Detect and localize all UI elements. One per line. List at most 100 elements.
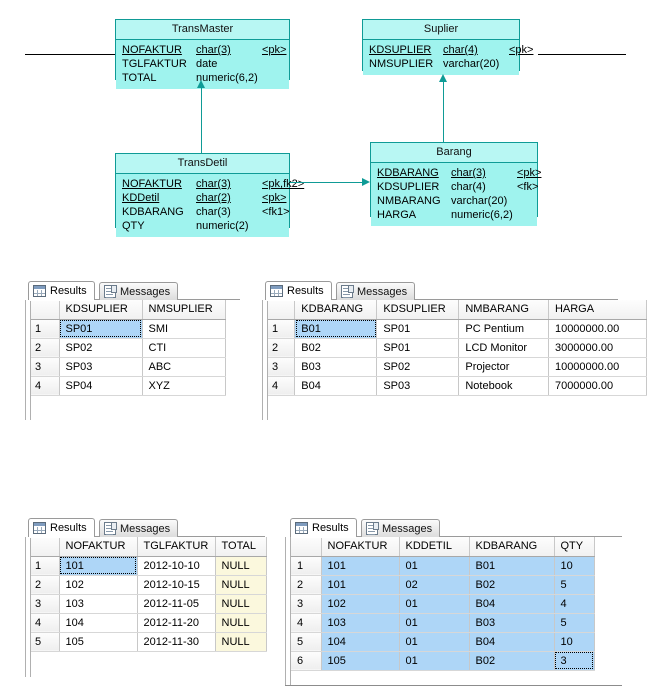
- table-cell[interactable]: 2012-11-20: [137, 613, 216, 633]
- table-cell[interactable]: 4: [554, 594, 595, 614]
- row-number[interactable]: 4: [29, 613, 60, 633]
- tab-messages[interactable]: Messages: [99, 282, 179, 300]
- table-cell[interactable]: SMI: [142, 319, 226, 339]
- table-cell[interactable]: 01: [399, 556, 470, 576]
- table-cell[interactable]: 5: [554, 613, 595, 633]
- table-cell[interactable]: 10: [554, 556, 595, 576]
- entity-suplier[interactable]: Suplier KDSUPLIER char(4) <pk> NMSUPLIER…: [362, 19, 533, 75]
- table-row[interactable]: 1 SP01 SMI: [29, 319, 226, 339]
- table-row[interactable]: 4 B04 SP03 Notebook 7000000.00: [266, 376, 647, 396]
- table-cell[interactable]: 7000000.00: [548, 376, 647, 396]
- row-number[interactable]: 2: [29, 338, 60, 358]
- row-number[interactable]: 2: [266, 338, 296, 358]
- table-cell[interactable]: 5: [554, 575, 595, 595]
- table-cell[interactable]: 01: [399, 594, 470, 614]
- table-cell[interactable]: 102: [321, 594, 400, 614]
- tab-results[interactable]: Results: [265, 281, 332, 301]
- tab-results[interactable]: Results: [28, 518, 95, 538]
- results-table-transdetil[interactable]: NOFAKTUR KDDETIL KDBARANG QTY 1 101 01 B…: [291, 537, 595, 671]
- column-header[interactable]: NOFAKTUR: [321, 537, 400, 557]
- table-cell[interactable]: B02: [294, 338, 378, 358]
- column-header[interactable]: KDBARANG: [469, 537, 555, 557]
- row-number[interactable]: 2: [29, 575, 60, 595]
- table-row[interactable]: 4 SP04 XYZ: [29, 376, 226, 396]
- table-cell[interactable]: 101: [321, 556, 400, 576]
- tab-messages[interactable]: Messages: [361, 519, 441, 537]
- row-number[interactable]: 3: [266, 357, 296, 377]
- table-row[interactable]: 3 102 01 B04 4: [291, 594, 595, 614]
- table-cell[interactable]: CTI: [142, 338, 226, 358]
- table-cell[interactable]: SP03: [376, 376, 460, 396]
- table-cell[interactable]: XYZ: [142, 376, 226, 396]
- table-row[interactable]: 5 104 01 B04 10: [291, 632, 595, 652]
- table-cell[interactable]: B01: [294, 319, 378, 339]
- table-cell[interactable]: SP01: [376, 319, 460, 339]
- table-cell[interactable]: 2012-11-05: [137, 594, 216, 614]
- table-cell[interactable]: 01: [399, 613, 470, 633]
- table-row[interactable]: 1 101 01 B01 10: [291, 556, 595, 576]
- column-header[interactable]: NMSUPLIER: [142, 300, 226, 320]
- table-row[interactable]: 4 104 2012-11-20 NULL: [29, 613, 267, 633]
- table-row[interactable]: 2 102 2012-10-15 NULL: [29, 575, 267, 595]
- table-cell[interactable]: 01: [399, 632, 470, 652]
- tab-results[interactable]: Results: [28, 281, 95, 301]
- entity-transdetil[interactable]: TransDetil NOFAKTUR char(3) <pk,fk2> KDD…: [115, 153, 304, 237]
- row-number[interactable]: 6: [291, 651, 322, 671]
- column-header[interactable]: KDDETIL: [399, 537, 470, 557]
- table-cell[interactable]: ABC: [142, 357, 226, 377]
- column-header[interactable]: KDBARANG: [294, 300, 378, 320]
- table-cell[interactable]: 01: [399, 651, 470, 671]
- tab-messages[interactable]: Messages: [99, 519, 179, 537]
- row-number[interactable]: 4: [29, 376, 60, 396]
- table-cell[interactable]: B04: [294, 376, 378, 396]
- table-row[interactable]: 1 101 2012-10-10 NULL: [29, 556, 267, 576]
- row-number[interactable]: 1: [29, 319, 60, 339]
- table-cell[interactable]: B04: [469, 594, 555, 614]
- column-header[interactable]: TGLFAKTUR: [137, 537, 216, 557]
- table-row[interactable]: 1 B01 SP01 PC Pentium 10000000.00: [266, 319, 647, 339]
- table-cell[interactable]: LCD Monitor: [458, 338, 549, 358]
- table-cell[interactable]: 10000000.00: [548, 319, 647, 339]
- table-cell[interactable]: 103: [321, 613, 400, 633]
- entity-transmaster[interactable]: TransMaster NOFAKTUR char(3) <pk> TGLFAK…: [115, 19, 290, 89]
- tab-results[interactable]: Results: [290, 518, 357, 538]
- table-row[interactable]: 2 SP02 CTI: [29, 338, 226, 358]
- table-cell[interactable]: B02: [469, 651, 555, 671]
- results-grid-container[interactable]: KDBARANG KDSUPLIER NMBARANG HARGA 1 B01 …: [265, 300, 647, 396]
- table-row[interactable]: 3 103 2012-11-05 NULL: [29, 594, 267, 614]
- table-cell[interactable]: 3: [554, 651, 595, 671]
- table-cell[interactable]: Notebook: [458, 376, 549, 396]
- results-grid-container[interactable]: NOFAKTUR KDDETIL KDBARANG QTY 1 101 01 B…: [290, 537, 622, 671]
- table-cell[interactable]: B01: [469, 556, 555, 576]
- row-number[interactable]: 5: [29, 632, 60, 652]
- column-header[interactable]: KDSUPLIER: [59, 300, 143, 320]
- results-table-barang[interactable]: KDBARANG KDSUPLIER NMBARANG HARGA 1 B01 …: [266, 300, 647, 396]
- column-header[interactable]: TOTAL: [215, 537, 267, 557]
- table-cell[interactable]: SP04: [59, 376, 143, 396]
- table-cell[interactable]: 103: [59, 594, 138, 614]
- column-header[interactable]: KDSUPLIER: [376, 300, 460, 320]
- table-row[interactable]: 3 SP03 ABC: [29, 357, 226, 377]
- table-cell[interactable]: 2012-10-15: [137, 575, 216, 595]
- table-cell[interactable]: PC Pentium: [458, 319, 549, 339]
- column-header[interactable]: HARGA: [548, 300, 647, 320]
- row-number[interactable]: 2: [291, 575, 322, 595]
- table-cell[interactable]: 3000000.00: [548, 338, 647, 358]
- table-cell[interactable]: SP03: [59, 357, 143, 377]
- table-row[interactable]: 5 105 2012-11-30 NULL: [29, 632, 267, 652]
- table-cell-null[interactable]: NULL: [215, 594, 267, 614]
- row-number[interactable]: 1: [29, 556, 60, 576]
- row-number[interactable]: 1: [291, 556, 322, 576]
- table-cell[interactable]: 10000000.00: [548, 357, 647, 377]
- table-cell[interactable]: 105: [321, 651, 400, 671]
- tab-messages[interactable]: Messages: [336, 282, 416, 300]
- table-cell-null[interactable]: NULL: [215, 613, 267, 633]
- table-row[interactable]: 2 101 02 B02 5: [291, 575, 595, 595]
- results-grid-container[interactable]: NOFAKTUR TGLFAKTUR TOTAL 1 101 2012-10-1…: [28, 537, 267, 652]
- table-cell[interactable]: B03: [469, 613, 555, 633]
- column-header[interactable]: NOFAKTUR: [59, 537, 138, 557]
- table-cell[interactable]: 2012-10-10: [137, 556, 216, 576]
- row-number[interactable]: 4: [266, 376, 296, 396]
- table-cell-null[interactable]: NULL: [215, 575, 267, 595]
- table-cell-null[interactable]: NULL: [215, 556, 267, 576]
